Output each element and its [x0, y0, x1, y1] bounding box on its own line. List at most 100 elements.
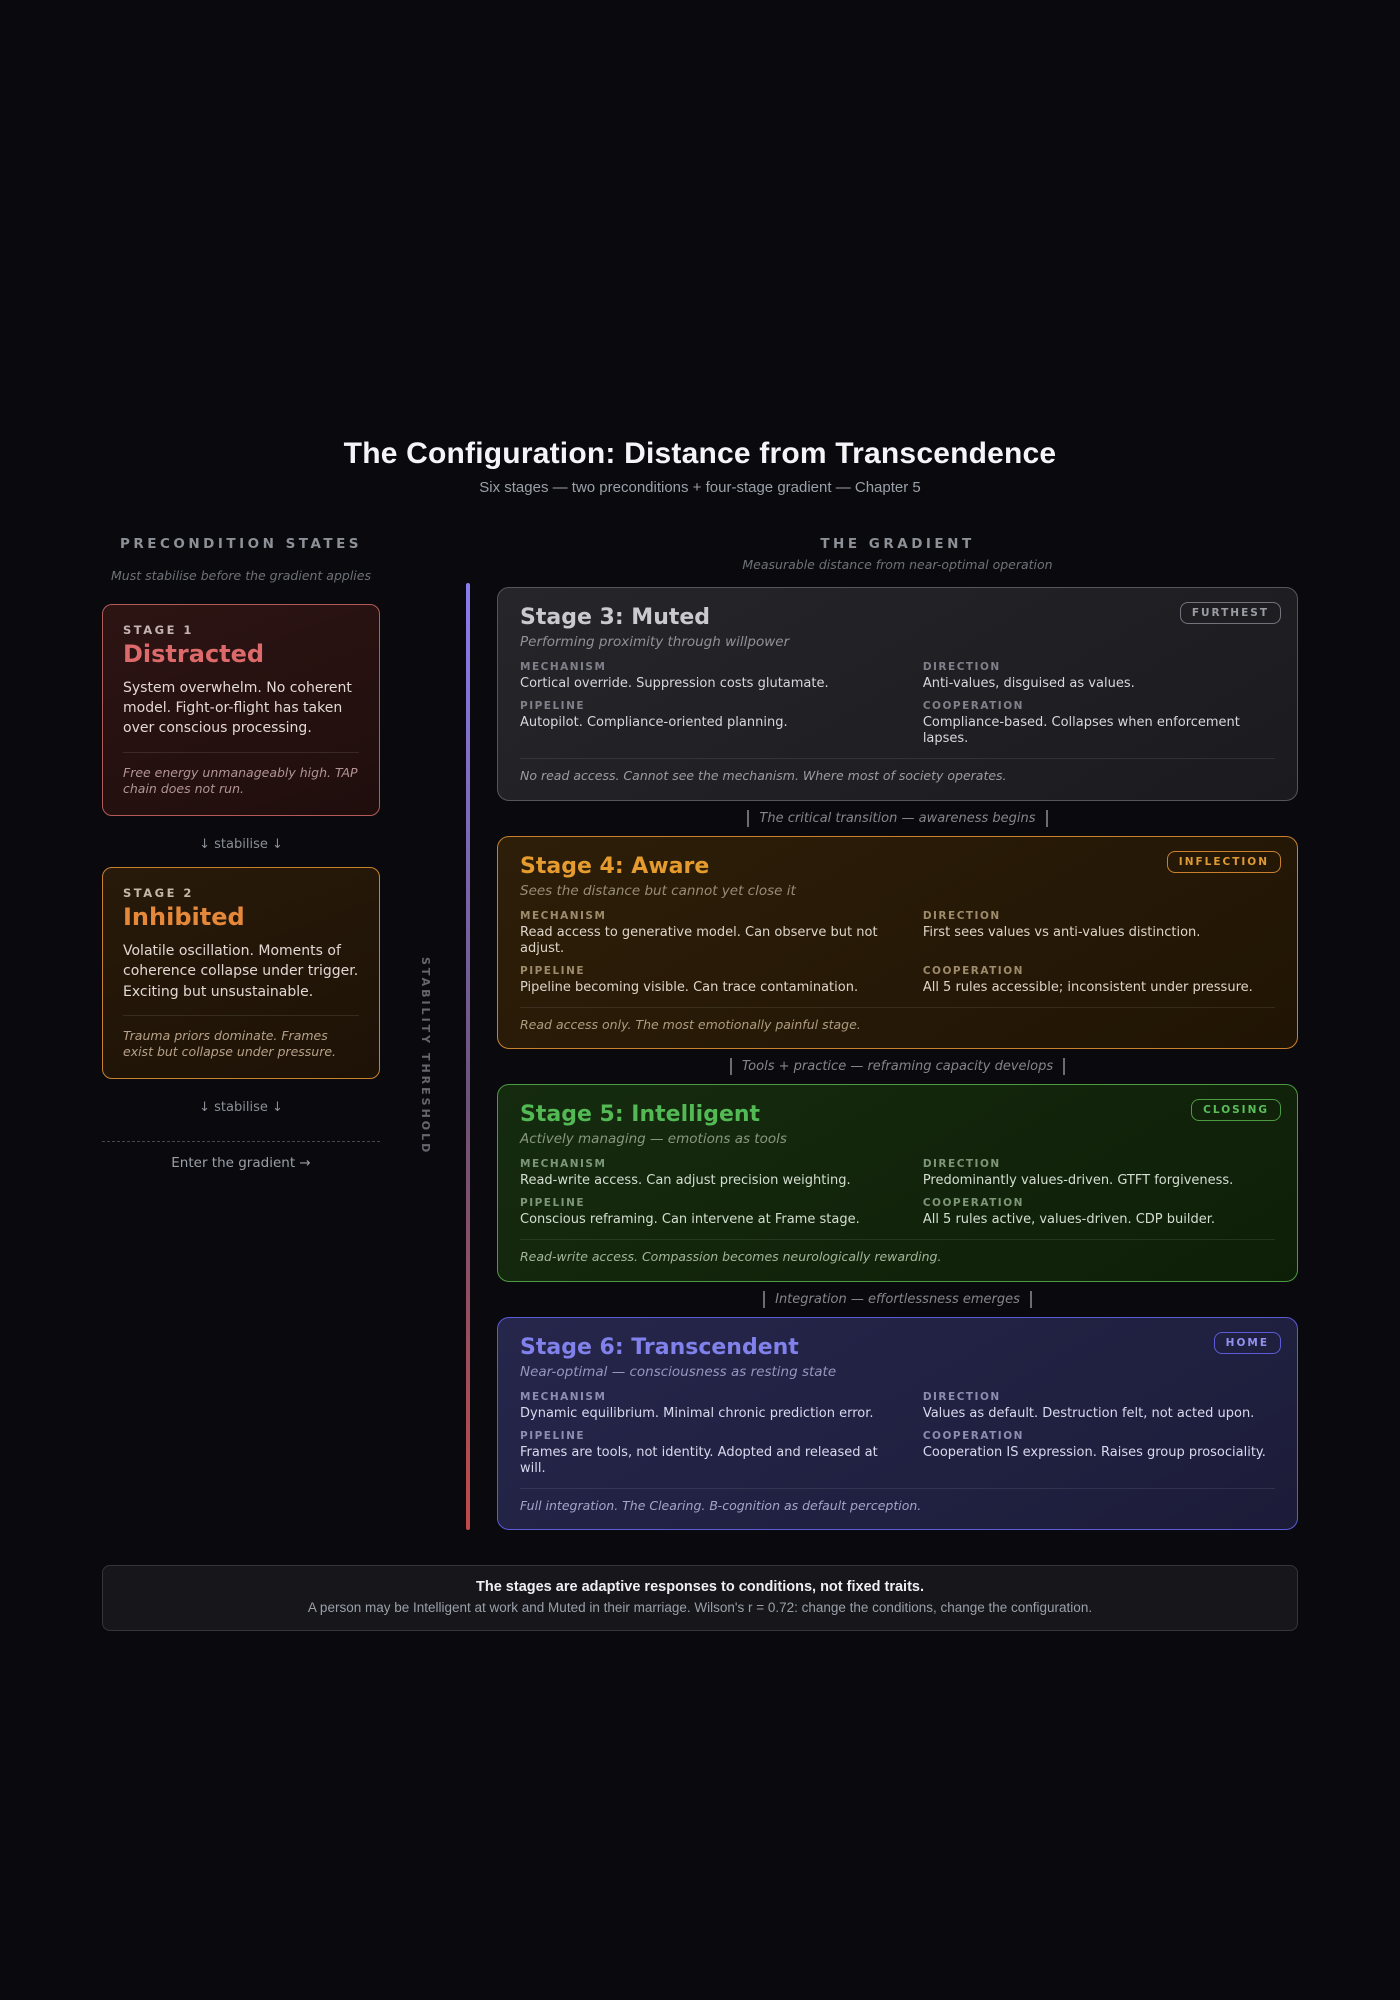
field-value: Anti-values, disguised as values. [922, 676, 1135, 692]
transition-text: Tools + practice — reframing capacity de… [741, 1059, 1054, 1075]
field-label: PIPELINE [520, 1197, 586, 1210]
stage-title: Stage 5: Intelligent [520, 1102, 761, 1128]
enter-gradient-label: Enter the gradient → [171, 1155, 311, 1172]
gradient-header: THE GRADIENT Measurable distance from ne… [497, 536, 1298, 572]
field-label: COOPERATION [922, 700, 1024, 713]
stage-subtitle: Actively managing — emotions as tools [520, 1131, 787, 1148]
field-direction: DIRECTION Values as default. Destruction… [923, 1391, 1275, 1422]
field-mechanism: MECHANISM Read access to generative mode… [520, 910, 897, 957]
field-label: MECHANISM [520, 1158, 607, 1171]
field-label: COOPERATION [922, 1197, 1024, 1210]
field-value: First sees values vs anti-values distinc… [922, 924, 1201, 940]
field-mechanism: MECHANISM Cortical override. Suppression… [520, 661, 897, 692]
transition-bar [1029, 1290, 1032, 1308]
transition-text: Integration — effortlessness emerges [775, 1291, 1020, 1307]
field-cooperation: COOPERATION Compliance-based. Collapses … [923, 700, 1275, 747]
stage-fields: MECHANISM Read-write access. Can adjust … [520, 1158, 1275, 1228]
stage-subtitle: Near-optimal — consciousness as resting … [520, 1363, 837, 1380]
stage-note: Read-write access. Compassion becomes ne… [520, 1239, 1275, 1265]
transition-bar [763, 1290, 766, 1308]
field-cooperation: COOPERATION All 5 rules accessible; inco… [923, 965, 1275, 996]
stage-note: No read access. Cannot see the mechanism… [520, 758, 1275, 784]
field-label: MECHANISM [520, 909, 607, 922]
field-value: Read access to generative model. Can obs… [520, 924, 878, 956]
field-cooperation: COOPERATION All 5 rules active, values-d… [923, 1197, 1275, 1228]
gradient-subheading: Measurable distance from near-optimal op… [742, 557, 1053, 572]
field-label: DIRECTION [922, 1158, 1001, 1171]
transition-label: The critical transition — awareness begi… [497, 809, 1298, 827]
preconditions-heading: PRECONDITION STATES [119, 536, 363, 552]
field-label: DIRECTION [922, 1390, 1001, 1403]
field-label: PIPELINE [520, 1429, 586, 1442]
gradient-bar [466, 583, 470, 1531]
stage-label: STAGE 2 [123, 886, 194, 901]
gradient-column: THE GRADIENT Measurable distance from ne… [497, 536, 1298, 1531]
transition-label: Tools + practice — reframing capacity de… [497, 1058, 1298, 1076]
infographic-root: The Configuration: Distance from Transce… [102, 437, 1298, 1632]
page-header: The Configuration: Distance from Transce… [102, 437, 1298, 496]
dashed-divider [102, 1141, 380, 1143]
status-badge: HOME [1213, 1331, 1281, 1354]
stabilise-label: ↓ stabilise ↓ [199, 837, 283, 853]
field-value: Predominantly values-driven. GTFT forgiv… [922, 1173, 1234, 1189]
field-label: PIPELINE [520, 700, 586, 713]
field-direction: DIRECTION First sees values vs anti-valu… [923, 910, 1275, 957]
bottom-callout: The stages are adaptive responses to con… [102, 1565, 1298, 1632]
status-badge: CLOSING [1191, 1099, 1281, 1122]
stage-subtitle: Performing proximity through willpower [520, 634, 790, 651]
stability-threshold-rail: STABILITY THRESHOLD [380, 536, 497, 1531]
stage-label: STAGE 1 [123, 623, 194, 637]
field-pipeline: PIPELINE Pipeline becoming visible. Can … [520, 965, 897, 996]
field-label: MECHANISM [520, 661, 607, 674]
gradient-heading: THE GRADIENT [820, 536, 975, 552]
precondition-card-distracted: STAGE 1 Distracted System overwhelm. No … [102, 604, 380, 817]
stage-note: Read access only. The most emotionally p… [520, 1006, 1275, 1033]
preconditions-subheading: Must stabilise before the gradient appli… [111, 568, 371, 583]
preconditions-header: PRECONDITION STATES Must stabilise befor… [102, 536, 380, 583]
stage-title: Distracted [123, 640, 265, 668]
transition-bar [747, 809, 750, 827]
transition-bar [729, 1058, 732, 1076]
field-label: COOPERATION [922, 1429, 1024, 1442]
transition-bar [1045, 809, 1048, 827]
field-direction: DIRECTION Anti-values, disguised as valu… [923, 661, 1275, 692]
stage-body: System overwhelm. No coherent model. Fig… [123, 679, 352, 737]
stage-title: Inhibited [123, 903, 245, 932]
stage-card-muted: FURTHEST Stage 3: Muted Performing proxi… [497, 587, 1298, 801]
field-label: DIRECTION [922, 661, 1001, 674]
stage-subtitle: Sees the distance but cannot yet close i… [520, 882, 796, 899]
callout-detail: A person may be Intelligent at work and … [307, 1600, 1093, 1616]
stabilise-label: ↓ stabilise ↓ [199, 1100, 283, 1116]
stage-title: Stage 3: Muted [520, 605, 711, 630]
field-value: All 5 rules active, values-driven. CDP b… [922, 1212, 1216, 1228]
field-value: Values as default. Destruction felt, not… [922, 1405, 1255, 1421]
stage-card-transcendent: HOME Stage 6: Transcendent Near-optimal … [497, 1316, 1298, 1531]
rail-spacer [380, 536, 497, 583]
field-value: Read-write access. Can adjust precision … [520, 1173, 851, 1189]
field-value: All 5 rules accessible; inconsistent und… [922, 979, 1253, 995]
stage-note: Free energy unmanageably high. TAP chain… [123, 751, 359, 798]
field-label: COOPERATION [922, 964, 1024, 977]
stage-fields: MECHANISM Dynamic equilibrium. Minimal c… [520, 1391, 1275, 1477]
field-value: Pipeline becoming visible. Can trace con… [520, 979, 859, 995]
stage-title: Stage 6: Transcendent [520, 1334, 799, 1360]
field-value: Frames are tools, not identity. Adopted … [520, 1444, 878, 1476]
stage-card-aware: INFLECTION Stage 4: Aware Sees the dista… [497, 835, 1298, 1050]
field-value: Compliance-based. Collapses when enforce… [922, 715, 1240, 747]
page-title: The Configuration: Distance from Transce… [343, 437, 1057, 470]
field-cooperation: COOPERATION Cooperation IS expression. R… [923, 1430, 1275, 1477]
field-label: MECHANISM [520, 1390, 607, 1403]
field-value: Conscious reframing. Can intervene at Fr… [520, 1212, 860, 1228]
field-direction: DIRECTION Predominantly values-driven. G… [923, 1158, 1275, 1189]
field-value: Autopilot. Compliance-oriented planning. [520, 715, 788, 731]
field-pipeline: PIPELINE Conscious reframing. Can interv… [520, 1197, 897, 1228]
field-value: Cooperation IS expression. Raises group … [922, 1444, 1266, 1460]
field-label: DIRECTION [922, 909, 1001, 922]
stability-threshold-label: STABILITY THRESHOLD [419, 957, 432, 1156]
stage-card-intelligent: CLOSING Stage 5: Intelligent Actively ma… [497, 1084, 1298, 1282]
transition-bar [1063, 1058, 1066, 1076]
preconditions-column: PRECONDITION STATES Must stabilise befor… [102, 536, 380, 1530]
stage-fields: MECHANISM Read access to generative mode… [520, 910, 1275, 996]
status-badge: INFLECTION [1166, 850, 1281, 873]
field-label: PIPELINE [520, 964, 586, 977]
